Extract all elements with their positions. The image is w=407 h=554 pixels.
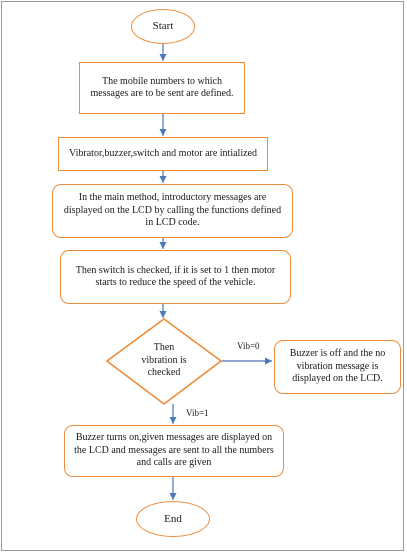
label-vib1: Vib=1: [186, 408, 209, 418]
process-intro-messages: In the main method, introductory message…: [52, 184, 293, 238]
start-terminal: Start: [131, 9, 195, 44]
decision-vibration-text: Then vibration is checked: [141, 342, 187, 378]
end-terminal: End: [136, 501, 210, 537]
decision-diamond-shape: [105, 318, 223, 406]
process-buzzer-off: Buzzer is off and the no vibration messa…: [274, 340, 401, 394]
process-switch-check: Then switch is checked, if it is set to …: [60, 250, 291, 304]
label-vib0: Vib=0: [237, 341, 260, 351]
process-define-numbers: The mobile numbers to which messages are…: [79, 62, 245, 114]
process-buzzer-on: Buzzer turns on,given messages are displ…: [64, 425, 284, 477]
process-initialize: Vibrator,buzzer,switch and motor are int…: [58, 137, 268, 171]
